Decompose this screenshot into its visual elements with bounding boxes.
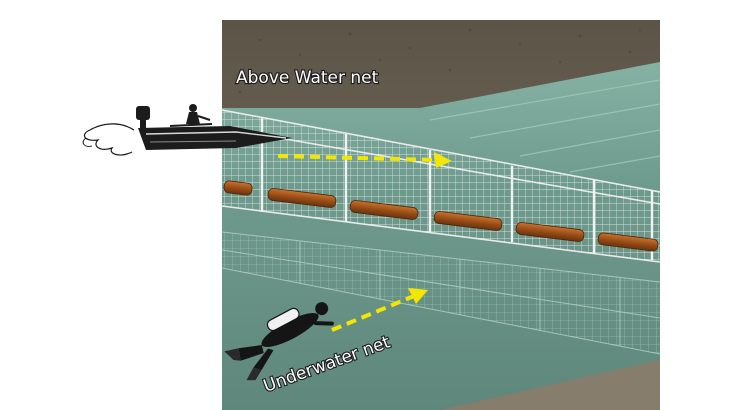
diver-body <box>261 313 319 347</box>
above-water-path-arrow <box>277 152 452 168</box>
water-streaks <box>429 79 660 173</box>
diver-tank <box>266 307 300 332</box>
above-water-net <box>222 110 660 262</box>
scuba-diver-icon <box>224 302 334 381</box>
outboard-motor <box>136 106 150 120</box>
underwater-net-lines <box>222 231 660 355</box>
underwater-net <box>222 232 660 354</box>
speedboat-with-driver-icon <box>82 104 292 156</box>
net-floats <box>223 180 659 252</box>
seabed-sand <box>440 360 660 410</box>
boat-wake <box>83 123 135 156</box>
underwater-path-arrow <box>331 288 428 332</box>
bank-texture <box>238 28 642 94</box>
net-ropes <box>222 109 660 263</box>
above-water-net-label: Above Water net <box>236 68 379 88</box>
boat-hull <box>138 126 292 150</box>
boat-driver <box>189 104 197 112</box>
scene-panel <box>222 20 660 410</box>
